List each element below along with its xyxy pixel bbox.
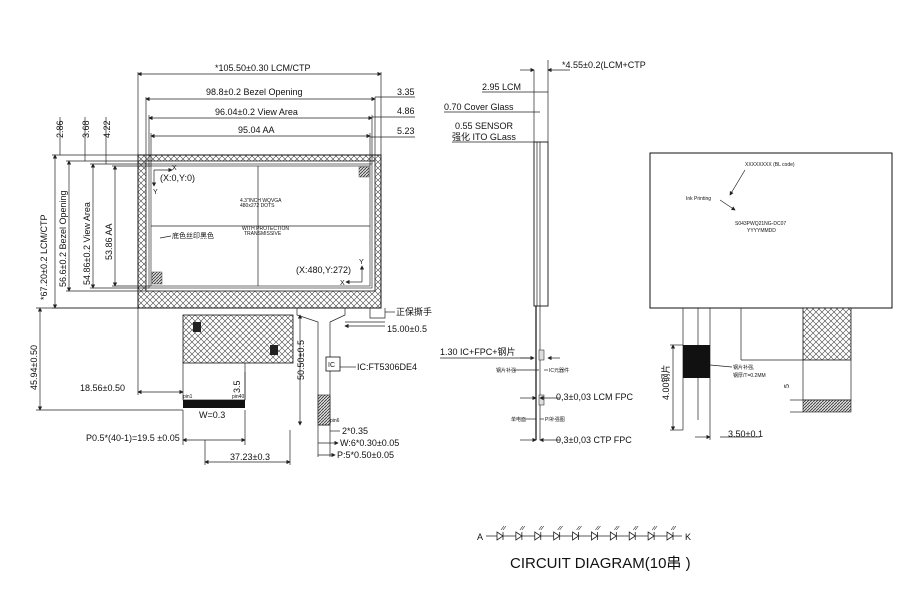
stiffener: 钢片补强 — [496, 367, 516, 374]
dim-aa-h: 53.86 AA — [104, 223, 114, 260]
lcm-pin-40: pin40 — [232, 394, 244, 400]
led-emission-mark — [632, 525, 639, 531]
back-outline — [649, 152, 893, 309]
origin-label: (X:0,Y:0) — [160, 173, 195, 183]
bottom-print-note: 底色丝印黑色 — [172, 231, 214, 240]
dim-top-offset-1: 2.86 — [55, 120, 65, 138]
center-text-3: WITH PROTECTION — [242, 226, 289, 232]
pitch-label: P0.5*(40-1)=19.5 ±0.05 — [86, 433, 180, 443]
cathode-label: K — [685, 532, 691, 542]
axis-y-label: Y — [153, 189, 158, 196]
side-view: *4.55±0.2(LCM+CTP 2.95 LCM 0.70 Cover Gl… — [440, 60, 646, 445]
width-3-5: 3.50±0.1 — [728, 429, 763, 439]
lcm-fpc: 0,3±0,03 LCM FPC — [556, 392, 633, 402]
tab-width-label: 15.00±0.5 — [387, 324, 427, 334]
led-diode — [553, 531, 561, 541]
led-diode — [496, 531, 504, 541]
bl-code: XXXXXXXX (BL code) — [745, 162, 795, 168]
ink-printing: Ink Printing — [686, 196, 711, 202]
dim-top-offset-3: 4.22 — [102, 120, 112, 138]
lcm-fpc-connector — [183, 400, 245, 408]
stiffener-note-1: 钢片补强, — [733, 364, 754, 371]
led-diode — [534, 531, 542, 541]
back-view: XXXXXXXX (BL code) Ink Printing S043PWQ2… — [649, 152, 893, 440]
ic-fpc: 1.30 IC+FPC+钢片 — [440, 346, 516, 357]
ctp-p: P:5*0.50±0.05 — [337, 450, 394, 460]
dim-right-offset-3: 5.23 — [397, 126, 415, 136]
date-code: YYYYMMDD — [747, 228, 776, 234]
led-emission-mark — [576, 525, 582, 531]
dim-right-offset-2: 4.86 — [397, 106, 415, 116]
view-area — [148, 163, 373, 289]
led-emission-mark — [651, 525, 658, 531]
led-emission-mark — [670, 525, 677, 531]
thickness-total: *4.55±0.2(LCM+CTP — [562, 60, 646, 70]
led-diode — [572, 531, 580, 541]
led-emission-mark — [595, 525, 601, 531]
axis-x-label: X — [172, 165, 177, 172]
fpc-pos-label: 37.23±0.3 — [230, 452, 270, 462]
led-diode — [666, 531, 674, 541]
center-text-1: 4.3"INCH WQVGA — [240, 198, 282, 204]
front-view: *105.50±0.30 LCM/CTP 98.8±0.2 Bezel Open… — [29, 63, 432, 465]
dim-aa-w: 95.04 AA — [238, 125, 275, 135]
ctp-pitch: 2*0.35 — [342, 426, 368, 436]
single-electric: 单电面 — [511, 416, 526, 423]
ic-label: IC:FT5306DE4 — [357, 362, 417, 372]
ic-box — [325, 356, 341, 372]
led-string — [496, 525, 677, 541]
ic-box-label: IC — [328, 362, 335, 369]
led-diode — [647, 531, 655, 541]
fpc-length-label: 50.50±0.5 — [296, 340, 306, 380]
ito-glass: 强化 ITO GLass — [452, 131, 516, 142]
pi-stiffener: PI补强图 — [545, 416, 565, 423]
end-point-label: (X:480,Y:272) — [296, 265, 351, 275]
dim-3-5: 3.5 — [232, 380, 242, 393]
dim-height-lcm-ctp: *67.20±0.2 LCM/CTP — [39, 215, 49, 300]
axis-x2-label: X — [340, 280, 345, 287]
cover-glass: 0.70 Cover Glass — [444, 102, 514, 112]
circuit-title: CIRCUIT DIAGRAM(10串 ) — [510, 555, 691, 572]
led-emission-mark — [538, 525, 545, 531]
stiffener-note-2: 钢厚/T=0.2MM — [733, 372, 766, 379]
dim-5: 5 — [784, 384, 791, 388]
dim-bezel-opening-w: 98.8±0.2 Bezel Opening — [206, 87, 303, 97]
dim-right-offset-1: 3.35 — [397, 87, 415, 97]
stiffener-block — [683, 345, 710, 378]
led-diode — [515, 531, 523, 541]
led-emission-mark — [500, 525, 507, 531]
ctp-pin-label: pin6 — [330, 418, 340, 424]
lcm-pin-1: pin1 — [183, 394, 193, 400]
total-height-label: 45.94±0.50 — [29, 345, 39, 390]
led-diode — [628, 531, 636, 541]
anode-label: A — [477, 532, 483, 542]
dim-view-area-h: 54.86±0.2 View Area — [82, 202, 92, 285]
center-text-4: TRANSMISSIVE — [244, 231, 282, 237]
sensor: 0.55 SENSOR — [455, 121, 514, 131]
protective-tab-label: 正保撕手 — [396, 306, 432, 317]
lcm-thickness: 2.95 LCM — [482, 82, 521, 92]
stiffener-length: 4.00钢片 — [660, 364, 671, 400]
led-diode — [591, 531, 599, 541]
led-emission-mark — [557, 525, 563, 531]
axis-y2-label: Y — [359, 259, 364, 266]
fpc-offset-label: 18.56±0.50 — [80, 383, 125, 393]
ctp-w: W:6*0.30±0.05 — [340, 438, 399, 448]
dim-top-offset-2: 3.68 — [81, 120, 91, 138]
part-number: S043PWQ21NG-DC07 — [735, 221, 786, 227]
led-diode — [609, 531, 618, 541]
led-emission-mark — [519, 525, 526, 531]
led-emission-mark — [614, 525, 620, 531]
ctp-fpc: 0,3±0,03 CTP FPC — [556, 435, 632, 445]
circuit-diagram: A K CIRCUIT DIAGRAM(10串 ) — [477, 525, 691, 572]
dim-bezel-opening-h: 56.6±0.2 Bezel Opening — [58, 190, 68, 287]
center-text-2: 480x272 DOTS — [240, 203, 275, 209]
ic-components: IC元器件 — [549, 367, 569, 374]
dim-view-area-w: 96.04±0.2 View Area — [215, 107, 298, 117]
w-dim: W=0.3 — [199, 410, 225, 420]
dim-width-lcm-ctp: *105.50±0.30 LCM/CTP — [215, 63, 311, 73]
